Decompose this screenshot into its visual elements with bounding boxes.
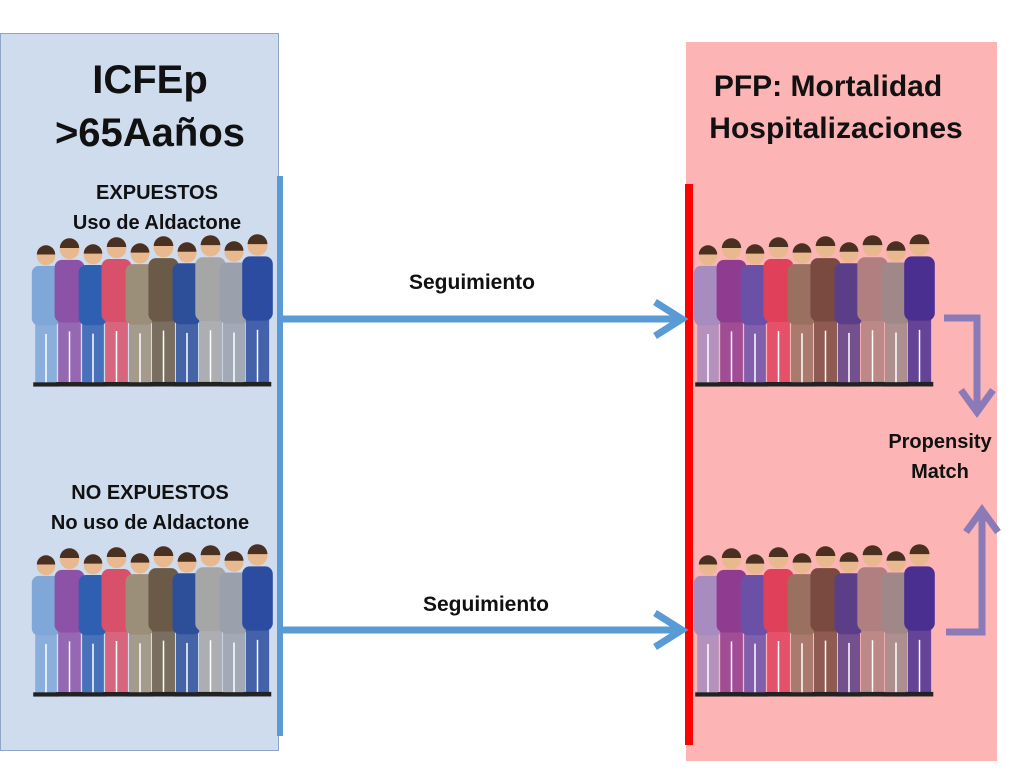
person-figure [834,552,864,697]
people-group-icon [693,544,935,697]
person-figure [31,555,61,697]
person-figure [716,238,747,387]
right-arrow-icon [282,610,689,650]
person-figure [219,241,249,387]
person-figure [693,555,723,697]
up-bracket-arrow-icon [946,504,1001,636]
cohort-title: ICFEp [92,58,208,102]
person-figure [881,241,911,387]
person-figure [740,244,770,387]
not-exposed-description: No uso de Aldactone [50,512,250,534]
person-figure [810,546,841,697]
person-figure [857,545,888,697]
exposed-description: Uso de Aldactone [72,212,242,234]
person-figure [693,245,723,387]
down-bracket-arrow-icon [944,314,996,418]
outcome-subtitle: Hospitalizaciones [709,112,963,145]
followup-label-top: Seguimiento [408,271,535,294]
person-figure [881,551,911,697]
person-figure [54,238,85,387]
people-group-icon [693,234,935,387]
person-figure [763,547,794,697]
person-figure [740,554,770,697]
match-label: Match [911,461,969,483]
not-exposed-label: NO EXPUESTOS [71,482,229,504]
person-figure [78,244,108,387]
person-figure [242,544,273,697]
exposed-label: EXPUESTOS [96,182,218,204]
person-figure [195,545,226,697]
person-figure [172,552,202,697]
person-figure [195,235,226,387]
person-figure [101,237,132,387]
person-figure [125,243,155,387]
people-group-icon [31,234,273,387]
followup-label-bottom: Seguimiento [422,593,549,616]
person-figure [78,554,108,697]
person-figure [904,234,935,387]
person-figure [857,235,888,387]
person-figure [716,548,747,697]
person-figure [787,553,817,697]
person-figure [148,236,179,387]
person-figure [101,547,132,697]
cohort-age: >65Aaños [54,111,246,155]
right-arrow-icon [282,299,689,339]
propensity-label: Propensity [888,431,992,453]
person-figure [219,551,249,697]
person-figure [834,242,864,387]
person-figure [31,245,61,387]
person-figure [54,548,85,697]
person-figure [810,236,841,387]
people-group-icon [31,544,273,697]
outcome-title: PFP: Mortalidad [713,70,943,103]
person-figure [904,544,935,697]
person-figure [242,234,273,387]
person-figure [148,546,179,697]
person-figure [787,243,817,387]
person-figure [763,237,794,387]
person-figure [125,553,155,697]
person-figure [172,242,202,387]
